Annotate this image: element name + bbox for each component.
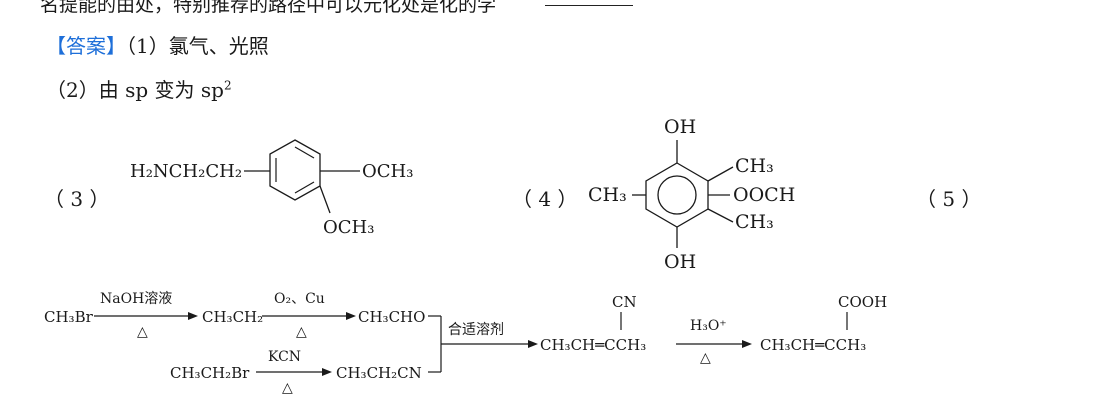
label-part3: （ 3 ） bbox=[44, 187, 110, 211]
s3-double-bond-1 bbox=[294, 146, 315, 159]
s4-benzene-ring bbox=[645, 162, 709, 228]
r2-end: CH₃CH₂CN bbox=[336, 364, 422, 382]
p1-main: CH₃CH═CCH₃ bbox=[540, 336, 646, 354]
r1-end: CH₃CHO bbox=[358, 308, 425, 326]
s3-sub-bottom: OCH₃ bbox=[323, 217, 374, 238]
r2-start: CH₃CH₂Br bbox=[170, 364, 250, 382]
s3-chain-text: H₂NCH₂CH₂ bbox=[130, 161, 242, 182]
s3-bond-bottom bbox=[319, 185, 331, 214]
r2-cond-top: KCN bbox=[268, 349, 301, 365]
s4-bond-lower-right bbox=[707, 208, 734, 223]
part1-text: （1）氯气、光照 bbox=[126, 34, 269, 58]
label-part4: （ 4 ） bbox=[512, 187, 578, 211]
structure-3: H₂NCH₂CH₂ OCH₃ OCH₃ bbox=[130, 139, 413, 238]
r1-cond2-top: O₂、Cu bbox=[274, 291, 325, 307]
structure-4: OH OH CH₃ CH₃ OOCH CH₃ bbox=[588, 116, 795, 273]
s4-bond-upper-right bbox=[707, 166, 734, 182]
answer-line-2: （2）由 sp 变为 sp2 bbox=[46, 74, 232, 103]
part2-text: （2）由 sp 变为 sp bbox=[46, 78, 224, 102]
p2-main: CH₃CH═CCH₃ bbox=[760, 336, 866, 354]
r1-arrow1-head bbox=[188, 312, 198, 320]
answer-blank-underline bbox=[545, 5, 633, 6]
r1-arrow2-head bbox=[346, 312, 356, 320]
s4-right-ooch: OOCH bbox=[733, 184, 795, 206]
s3-sub-right: OCH₃ bbox=[362, 161, 413, 182]
r1-cond1-top: NaOH溶液 bbox=[100, 291, 172, 307]
p2-sub: COOH bbox=[838, 293, 887, 311]
r1-mid: CH₃CH₂ bbox=[202, 308, 263, 326]
r2-arrow-head bbox=[322, 368, 332, 376]
r1-start: CH₃Br bbox=[44, 308, 94, 326]
answer-label: 【答案】 bbox=[46, 34, 126, 58]
r1-cond2-bottom: △ bbox=[296, 324, 307, 340]
arrow3-head bbox=[742, 340, 752, 348]
r2-cond-bottom: △ bbox=[282, 380, 293, 396]
synthesis-route: CH₃Br NaOH溶液 △ CH₃CH₂ O₂、Cu △ CH₃CHO CH₃… bbox=[44, 291, 887, 396]
merge-condition: 合适溶剂 bbox=[448, 322, 504, 338]
s3-benzene-ring bbox=[269, 139, 321, 201]
s4-left-ch3: CH₃ bbox=[588, 184, 627, 206]
cut-off-top-line: 名提能的由处，特别推荐的路径中可以元化处是化的学 bbox=[40, 0, 497, 16]
p1-sub: CN bbox=[612, 293, 637, 311]
r1-cond1-bottom: △ bbox=[137, 324, 148, 340]
cond3-bottom: △ bbox=[700, 350, 711, 366]
s4-top-oh: OH bbox=[664, 116, 696, 138]
s3-double-bond-2 bbox=[294, 181, 315, 194]
part2-superscript: 2 bbox=[223, 78, 232, 93]
s4-upper-right-ch3: CH₃ bbox=[735, 155, 774, 177]
cond3-top: H₃O⁺ bbox=[690, 318, 727, 334]
label-part5: （ 5 ） bbox=[916, 187, 982, 211]
answer-line-1: 【答案】（1）氯气、光照 bbox=[46, 30, 269, 59]
s4-lower-right-ch3: CH₃ bbox=[735, 211, 774, 233]
merge-arrow-head bbox=[528, 340, 538, 348]
s4-aromatic-circle bbox=[657, 175, 697, 215]
s4-bottom-oh: OH bbox=[664, 251, 696, 273]
